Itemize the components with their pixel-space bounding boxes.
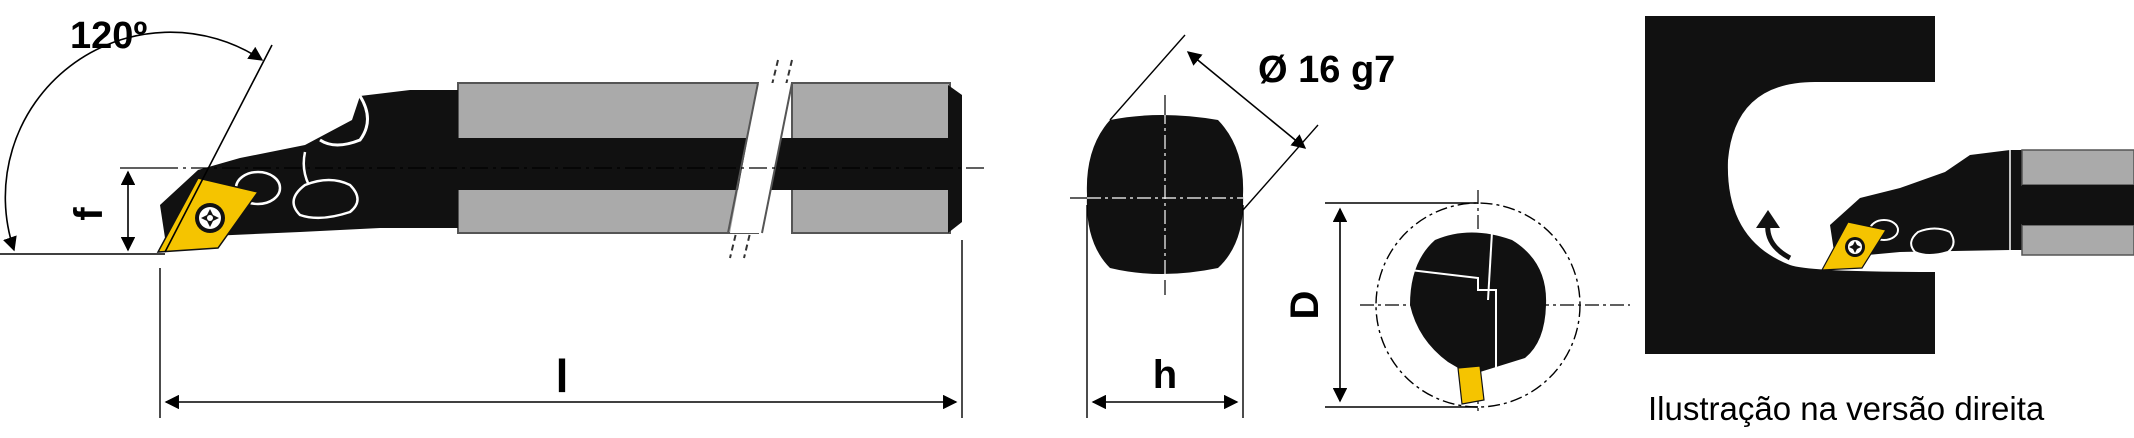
side-view: 120º f l [0,15,985,418]
l-label: l [556,350,569,402]
cross-section-view: Ø 16 g7 h [1070,34,1395,418]
insert-edge [1457,365,1485,405]
angle-label: 120º [70,15,147,57]
illustration-panel: Ilustração na versão direita [1645,16,2134,427]
h-label: h [1153,353,1177,397]
angle-arc [3,31,264,252]
torx-screw-icon [195,203,225,233]
bore-view: D [1283,190,1630,415]
illustration-screw-icon [1845,237,1865,257]
dim-diameter [1186,51,1307,149]
shank-end [948,85,962,233]
f-label: f [67,207,111,221]
illustration-shank-gray-bottom [2021,224,2134,256]
bar-end-section [1410,232,1547,375]
D-label: D [1283,291,1327,320]
illustration-caption: Ilustração na versão direita [1648,390,2045,427]
diameter-label: Ø 16 g7 [1258,49,1395,91]
clamp-lobe [292,178,359,220]
coolant-channel [458,138,950,190]
rotation-arrow-icon [1756,210,1792,261]
illustration-shank-gray-top [2021,149,2134,186]
